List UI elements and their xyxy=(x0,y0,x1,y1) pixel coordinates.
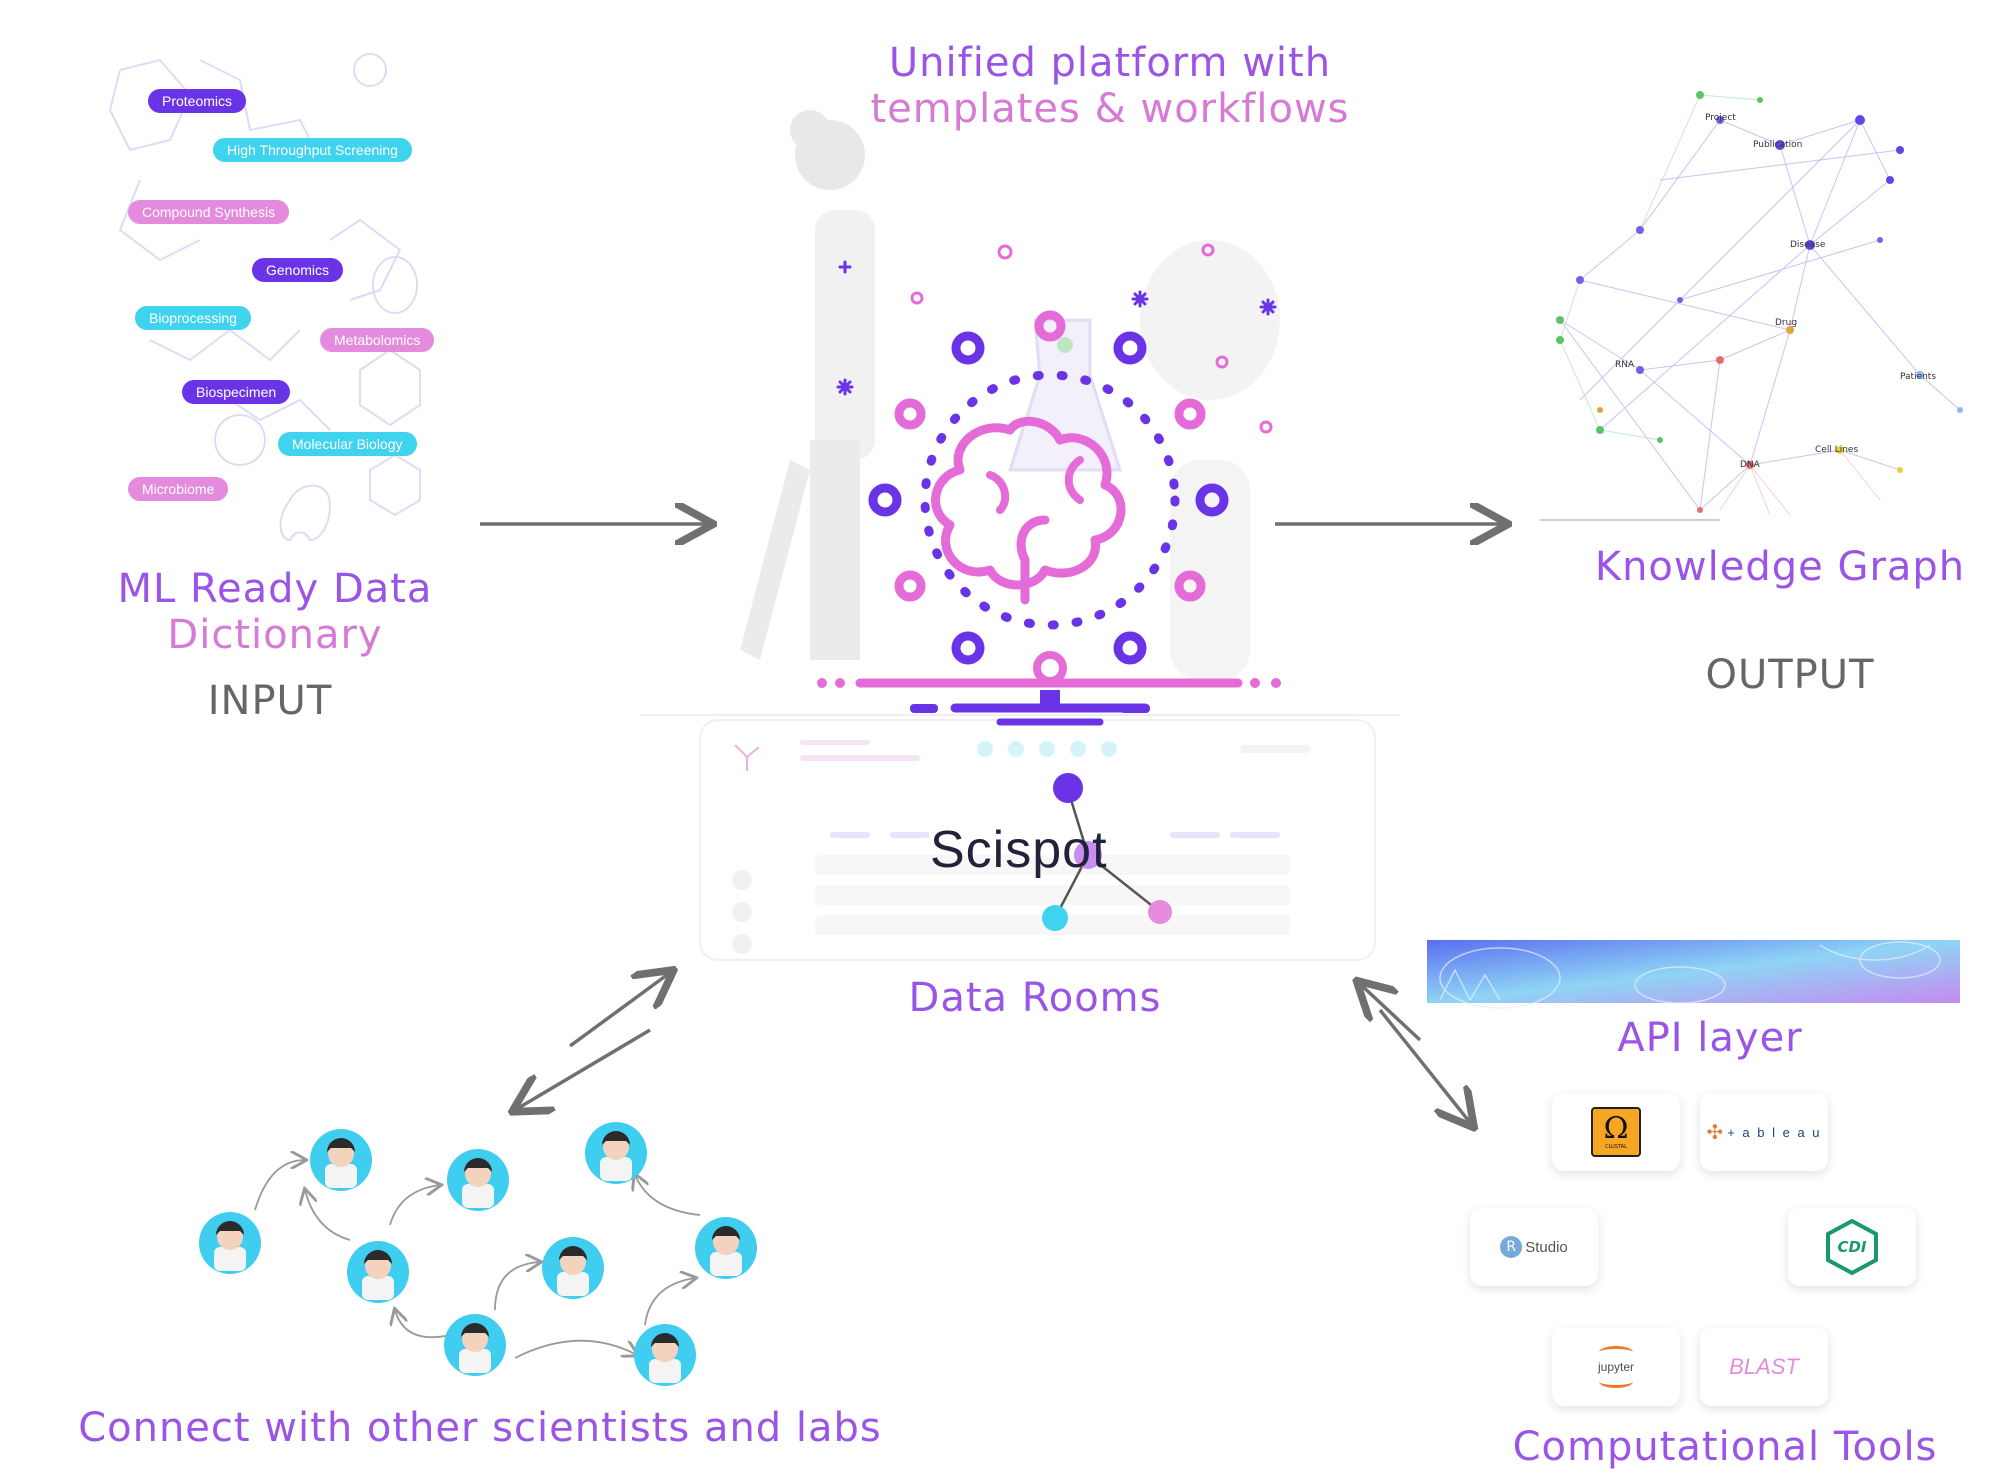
node-label-cell-lines: Cell Lines xyxy=(1815,445,1859,455)
rstudio-label: Studio xyxy=(1525,1238,1568,1256)
avatar xyxy=(347,1241,409,1303)
avatar xyxy=(447,1149,509,1211)
scispot-brand: Scispot xyxy=(930,821,1108,879)
tag-genomics: Genomics xyxy=(252,258,344,282)
tool-card-rstudio[interactable]: R Studio xyxy=(1470,1208,1598,1286)
avatar xyxy=(310,1129,372,1191)
cdi-hexagon-icon xyxy=(1826,1218,1878,1276)
node-label-drug: Drug xyxy=(1775,318,1798,328)
scientist-avatars xyxy=(199,1122,757,1386)
output-label: OUTPUT xyxy=(1705,652,1875,698)
avatar xyxy=(585,1122,647,1184)
api-layer-title: API layer xyxy=(1617,1015,1803,1061)
header-line-1: Unified platform with xyxy=(888,40,1332,86)
ai-brain-emblem xyxy=(817,243,1281,726)
data-rooms-title: Data Rooms xyxy=(908,975,1162,1021)
node-label-disease: Disease xyxy=(1790,240,1826,250)
input-title-line-1: ML Ready Data xyxy=(117,566,433,612)
tool-card-blast[interactable]: BLAST xyxy=(1700,1328,1828,1406)
avatar xyxy=(695,1217,757,1279)
tag-compound-synthesis: Compound Synthesis xyxy=(128,200,290,224)
computational-tools-title: Computational Tools xyxy=(1512,1424,1938,1470)
avatar xyxy=(634,1324,696,1386)
tool-card-jupyter[interactable]: jupyter xyxy=(1552,1328,1680,1406)
clustal-label: CLUSTAL xyxy=(1605,1144,1627,1150)
tableau-label: + a b l e a u xyxy=(1727,1124,1822,1140)
tag-molecular-biology: Molecular Biology xyxy=(278,432,417,456)
output-title: Knowledge Graph xyxy=(1594,544,1966,590)
avatar xyxy=(444,1314,506,1376)
avatar xyxy=(542,1237,604,1299)
flow-arrows xyxy=(480,524,1505,1125)
network-to-datarooms-arrow-up xyxy=(568,972,671,1048)
cdi-label: CDI xyxy=(1837,1238,1867,1256)
blast-label: BLAST xyxy=(1729,1354,1799,1379)
avatar xyxy=(199,1212,261,1274)
api-layer-banner xyxy=(1427,940,1960,1009)
tag-proteomics: Proteomics xyxy=(148,89,247,113)
tag-microbiome: Microbiome xyxy=(128,477,229,501)
network-title: Connect with other scientists and labs xyxy=(78,1405,882,1451)
tag-metabolomics: Metabolomics xyxy=(320,328,435,352)
tool-card-cdi[interactable]: CDI xyxy=(1788,1208,1916,1286)
knowledge-graph-network xyxy=(1540,91,1963,521)
jupyter-label: jupyter xyxy=(1597,1360,1635,1374)
tag-bioprocessing: Bioprocessing xyxy=(135,306,251,330)
input-title-line-2: Dictionary xyxy=(167,612,383,658)
node-label-project: Project xyxy=(1705,113,1736,123)
jupyter-arc-top xyxy=(1599,1346,1633,1359)
node-label-dna: DNA xyxy=(1740,460,1760,470)
tag-high-throughput-screening: High Throughput Screening xyxy=(213,138,412,162)
header-line-2: templates & workflows xyxy=(870,86,1350,132)
node-label-rna: RNA xyxy=(1615,360,1635,370)
datarooms-to-network-arrow-down xyxy=(515,1028,651,1110)
node-label-patients: Patients xyxy=(1900,372,1937,382)
scientist-network-links xyxy=(254,1160,701,1359)
jupyter-icon: jupyter xyxy=(1597,1346,1635,1388)
molecule-background-art xyxy=(108,53,421,542)
tools-to-datarooms-arrow-up xyxy=(1359,983,1422,1042)
node-label-publication: Publication xyxy=(1753,140,1803,150)
scientist-illustration xyxy=(640,110,1400,716)
tool-card-tableau[interactable]: ✣ + a b l e a u xyxy=(1700,1093,1828,1171)
jupyter-arc-bottom xyxy=(1599,1375,1633,1388)
input-label: INPUT xyxy=(207,678,333,724)
scispot-logo-graphic xyxy=(734,744,1172,931)
tableau-icon: ✣ xyxy=(1706,1120,1724,1144)
tag-biospecimen: Biospecimen xyxy=(182,380,291,404)
tool-card-clustal[interactable]: Ω CLUSTAL xyxy=(1552,1093,1680,1171)
rstudio-icon: R xyxy=(1500,1236,1523,1258)
clustal-omega-icon: Ω CLUSTAL xyxy=(1591,1107,1641,1157)
datarooms-to-tools-arrow-down xyxy=(1378,1008,1472,1125)
